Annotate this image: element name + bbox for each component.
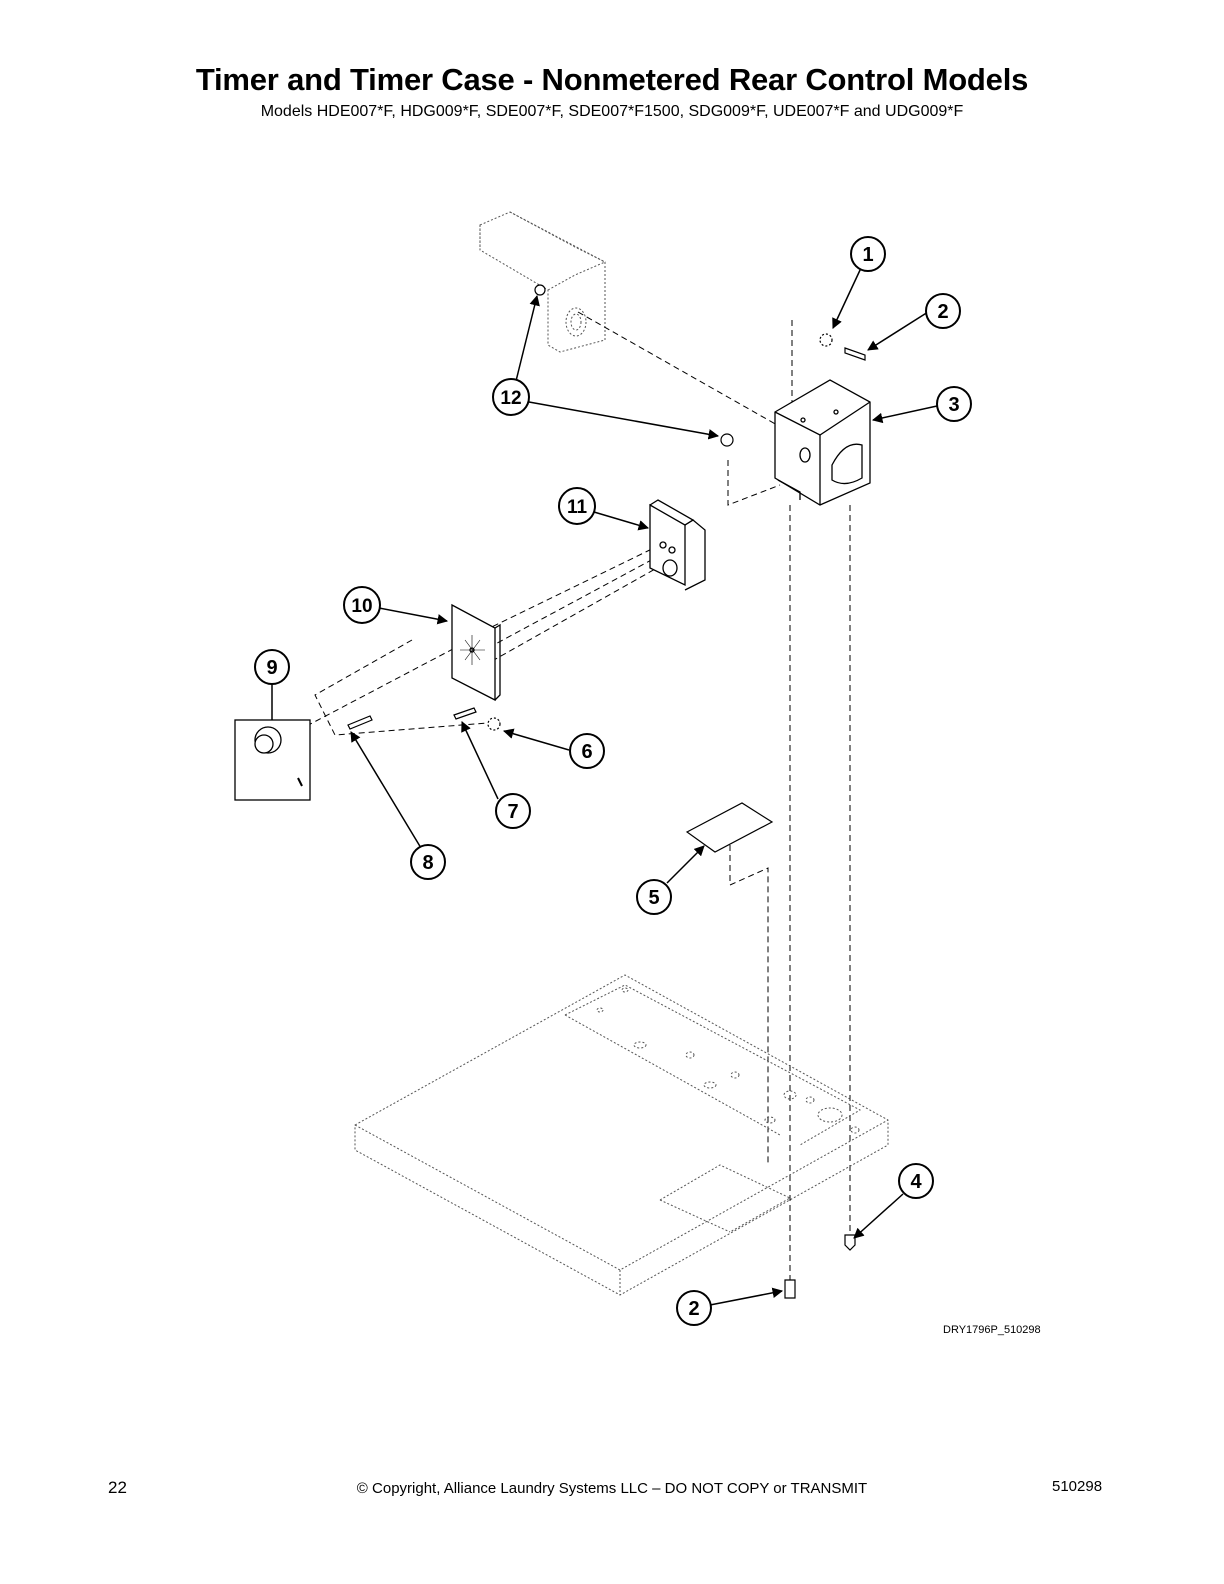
callout-6: 6 xyxy=(569,733,605,769)
svg-text:7: 7 xyxy=(507,801,518,823)
callout-9: 9 xyxy=(254,649,290,685)
document-number: 510298 xyxy=(1052,1478,1103,1495)
svg-text:1: 1 xyxy=(862,244,873,266)
copyright-notice: © Copyright, Alliance Laundry Systems LL… xyxy=(356,1480,868,1497)
svg-text:2: 2 xyxy=(688,1298,699,1320)
svg-text:2: 2 xyxy=(937,301,948,323)
label-card xyxy=(685,802,774,853)
timer-dial-plate xyxy=(451,603,501,702)
page-subtitle: Models HDE007*F, HDG009*F, SDE007*F, SDE… xyxy=(260,103,964,120)
page-number: 22 xyxy=(108,1478,127,1497)
leader-lines xyxy=(350,267,938,1306)
callout-2-bottom: 2 xyxy=(676,1290,712,1326)
callout-11: 11 xyxy=(558,487,596,525)
callout-8: 8 xyxy=(410,844,446,880)
svg-text:3: 3 xyxy=(948,394,959,416)
timer xyxy=(649,499,706,591)
timer-case xyxy=(774,379,871,506)
cabinet-top-phantom xyxy=(354,974,889,1296)
callout-1: 1 xyxy=(850,236,886,272)
hardware xyxy=(347,284,866,1299)
timer-knob xyxy=(234,719,311,801)
callout-12: 12 xyxy=(492,378,530,416)
callout-3: 3 xyxy=(936,386,972,422)
callout-10: 10 xyxy=(343,586,381,624)
svg-text:11: 11 xyxy=(567,497,588,518)
figure-code: DRY1796P_510298 xyxy=(943,1324,1041,1336)
svg-text:9: 9 xyxy=(266,657,277,679)
control-panel-phantom xyxy=(479,211,606,353)
callout-7: 7 xyxy=(495,793,531,829)
svg-text:10: 10 xyxy=(351,596,372,617)
callout-5: 5 xyxy=(636,879,672,915)
page-title: Timer and Timer Case - Nonmetered Rear C… xyxy=(195,62,1029,97)
callout-2-top: 2 xyxy=(925,293,961,329)
assembly-lines xyxy=(279,311,851,1290)
callout-4: 4 xyxy=(898,1163,934,1199)
svg-text:12: 12 xyxy=(500,388,521,409)
svg-text:5: 5 xyxy=(648,887,659,909)
svg-text:8: 8 xyxy=(422,852,433,874)
svg-text:6: 6 xyxy=(581,741,592,763)
svg-text:4: 4 xyxy=(910,1171,922,1193)
